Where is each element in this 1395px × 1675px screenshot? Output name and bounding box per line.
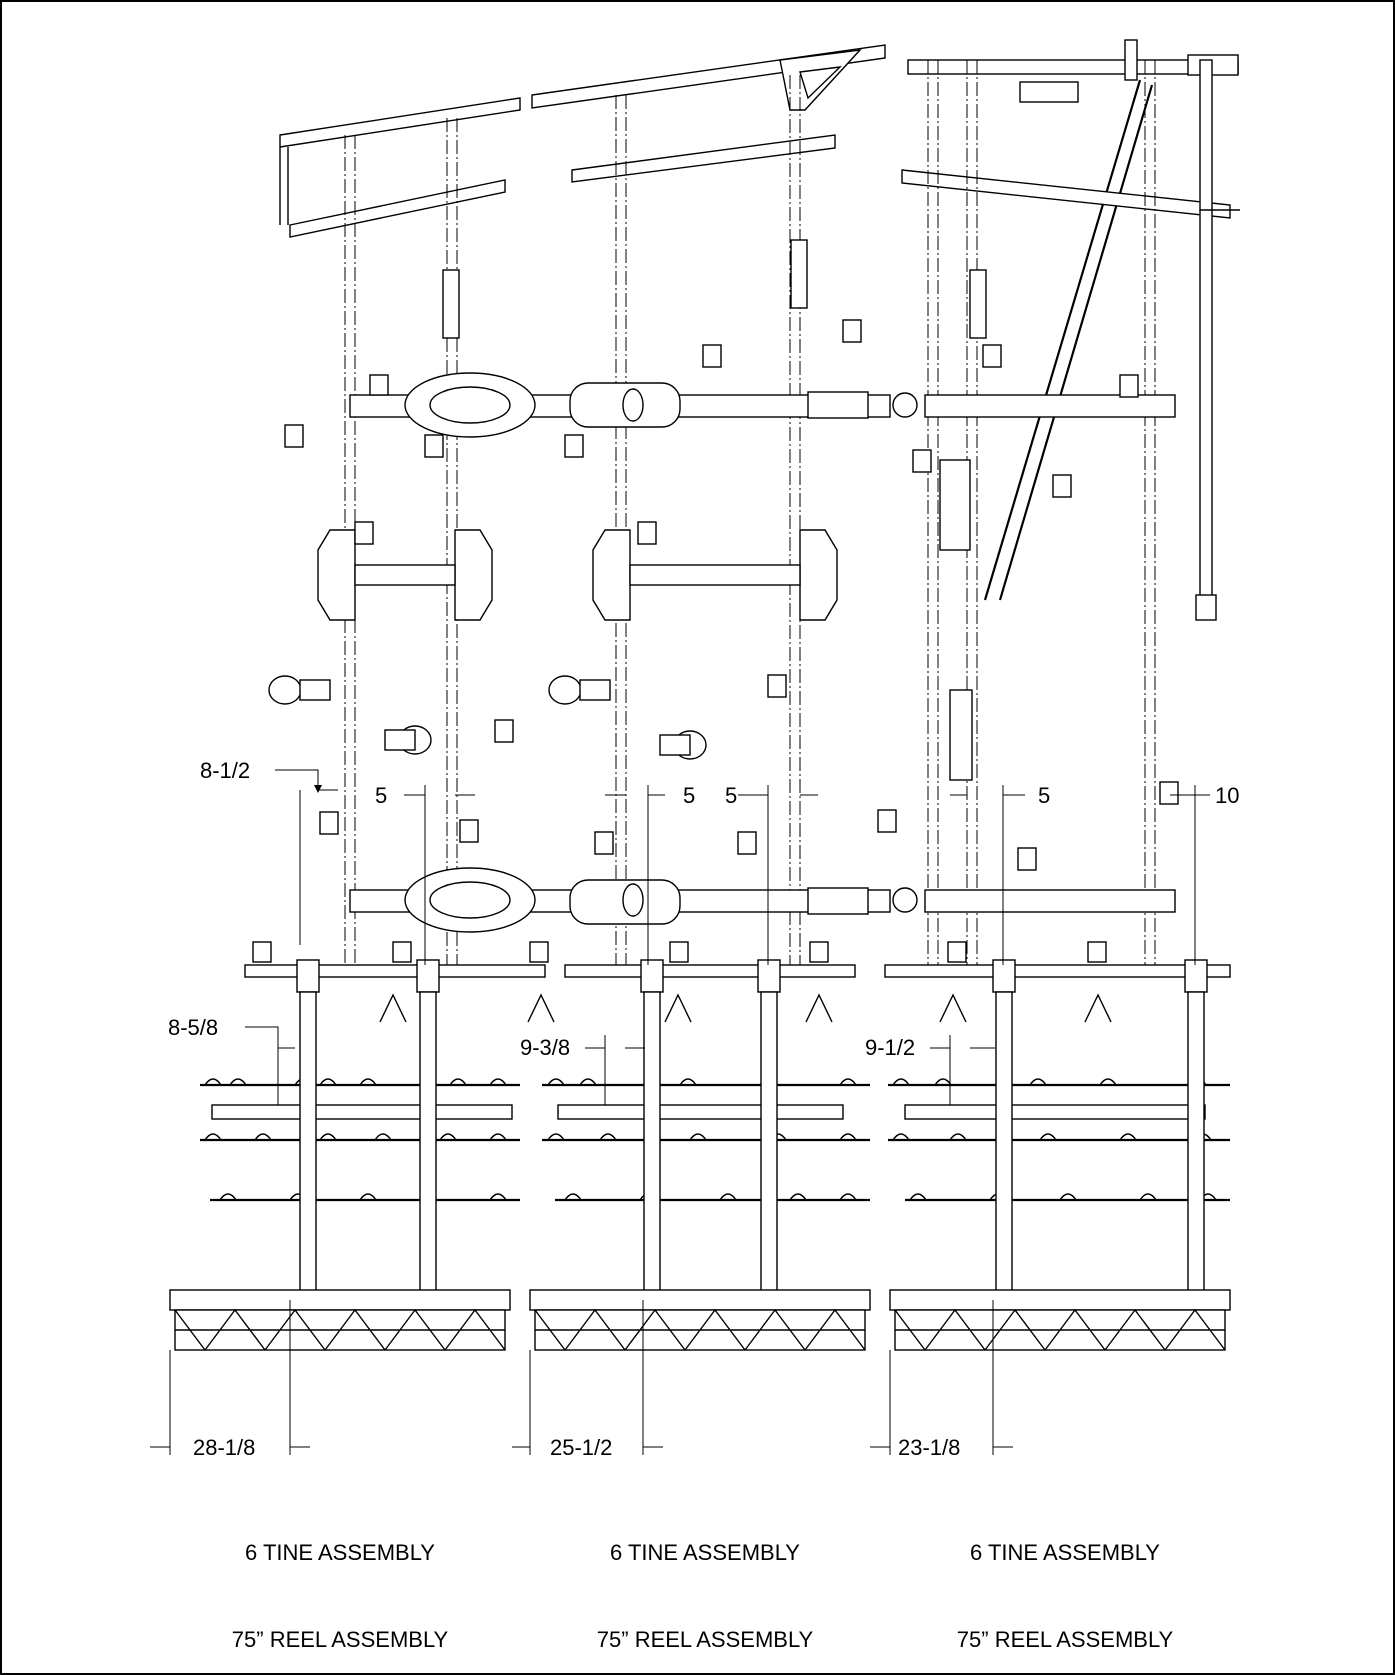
dimension-label: 5 — [375, 783, 387, 808]
reel-assembly-3 — [889, 1289, 1231, 1352]
dimension-label: 9-3/8 — [520, 1035, 570, 1060]
tine-assembly-caption: 6 TINE ASSEMBLY — [970, 1540, 1160, 1565]
tine-loops — [204, 1078, 1217, 1201]
dimension-label: 9-1/2 — [865, 1035, 915, 1060]
tine-assembly-2 — [542, 1083, 870, 1202]
dimension-label: 25-1/2 — [550, 1435, 612, 1460]
reel-assembly-caption: 75” REEL ASSEMBLY — [957, 1627, 1174, 1652]
dimension-label: 23-1/8 — [898, 1435, 960, 1460]
machine-frame — [244, 39, 1240, 978]
dimension-label: 8-5/8 — [168, 1015, 218, 1040]
dimension-lines — [150, 769, 1210, 1455]
reel-assembly-caption: 75” REEL ASSEMBLY — [597, 1627, 814, 1652]
dimension-label: 28-1/8 — [193, 1435, 255, 1460]
shank-mounts — [252, 319, 1179, 1023]
dimension-label: 5 — [683, 783, 695, 808]
reel-assembly-caption: 75” REEL ASSEMBLY — [232, 1627, 449, 1652]
dimension-label: 8-1/2 — [200, 758, 250, 783]
reel-assembly-1 — [169, 1289, 511, 1352]
reel-assembly-2 — [529, 1289, 871, 1352]
dimension-label: 5 — [725, 783, 737, 808]
tine-assembly-1 — [200, 1083, 520, 1202]
dimension-label: 5 — [1038, 783, 1050, 808]
tine-assembly-3 — [888, 1083, 1230, 1202]
dimension-label: 10 — [1215, 783, 1239, 808]
tine-assembly-caption: 6 TINE ASSEMBLY — [610, 1540, 800, 1565]
tine-assembly-caption: 6 TINE ASSEMBLY — [245, 1540, 435, 1565]
tine-arms — [296, 959, 1208, 1303]
